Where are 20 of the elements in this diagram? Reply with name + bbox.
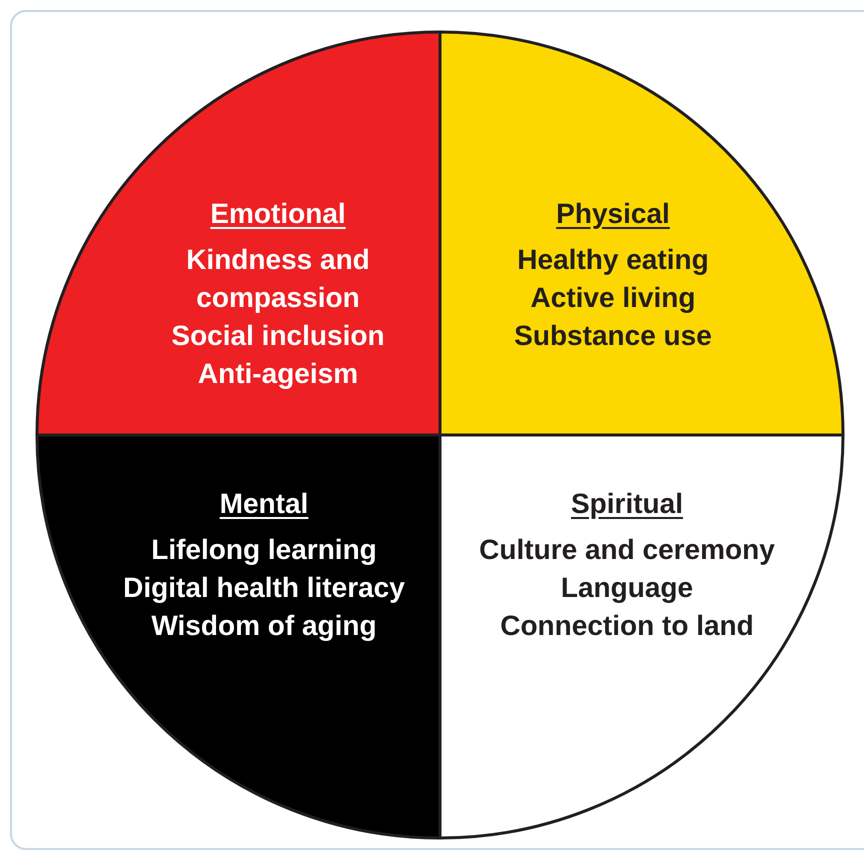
quadrant-heading: Physical (556, 197, 670, 231)
quadrant-heading: Spiritual (570, 487, 683, 521)
quadrant-item: Substance use (514, 319, 712, 353)
quadrant-segment (440, 32, 843, 435)
quadrant-item: Connection to land (500, 609, 754, 643)
quadrant-item: Culture and ceremony (479, 533, 775, 567)
quadrant-item: Wisdom of aging (151, 609, 377, 643)
quadrant-heading: Mental (220, 487, 308, 521)
quadrant-item: Digital health literacy (123, 571, 405, 605)
quadrant-item: Lifelong learning (151, 533, 377, 567)
quadrant-item: Social inclusion (171, 319, 385, 353)
quadrant-heading: Emotional (210, 197, 346, 231)
quadrant-segment (440, 435, 843, 838)
quadrant-item: Language (560, 571, 694, 605)
quadrant-item: Kindness and compassion (185, 243, 371, 315)
quadrant-segment (37, 32, 440, 435)
quadrant-item: Healthy eating (517, 243, 709, 277)
quadrant-item: Active living (530, 281, 696, 315)
quadrant-segment (37, 435, 440, 838)
quadrant-item: Anti-ageism (198, 357, 358, 391)
